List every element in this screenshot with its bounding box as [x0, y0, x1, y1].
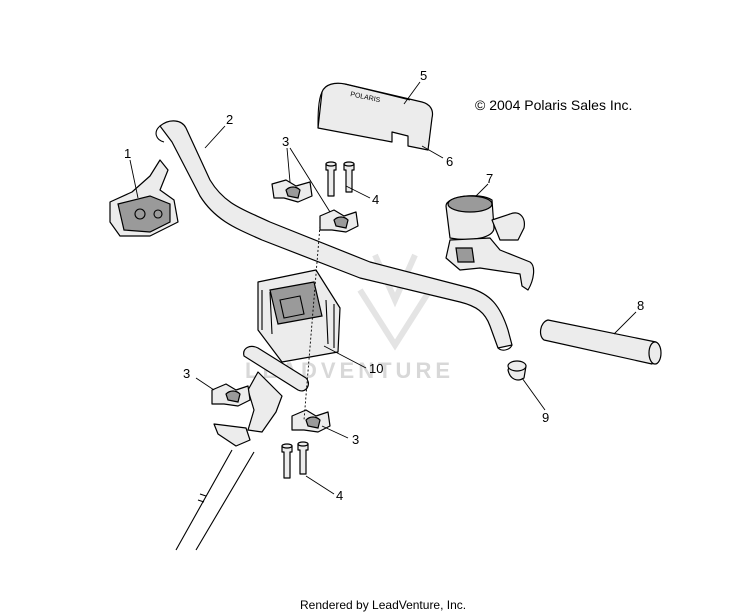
part-7-master-cylinder [445, 195, 535, 291]
part-4-upper-bolts [325, 161, 355, 197]
callout-4-lower: 4 [336, 488, 343, 503]
footer-text: Rendered by LeadVenture, Inc. [300, 598, 466, 612]
part-1-switch-assembly [109, 159, 179, 237]
leader-lines [129, 81, 637, 495]
callout-8: 8 [637, 298, 644, 313]
part-3-upper-clamp-right [319, 209, 359, 233]
callout-3-lower-left: 3 [183, 366, 190, 381]
callout-2: 2 [226, 112, 233, 127]
part-3-lower-clamp-left [211, 383, 251, 407]
callout-1: 1 [124, 146, 131, 161]
part-10-riser-block [257, 269, 341, 363]
part-9-end-plug [507, 360, 527, 381]
callout-4-upper: 4 [372, 192, 379, 207]
part-5-handlebar-pad: POLARIS [317, 82, 434, 151]
part-2-handlebar [155, 120, 513, 351]
callout-labels: 1 2 3 3 3 4 4 5 6 7 8 9 10 [124, 68, 644, 503]
part-8-grip [539, 319, 662, 365]
part-3-upper-clamp-left [271, 179, 313, 203]
part-3-lower-clamp-right [291, 409, 331, 433]
callout-3-lower-right: 3 [352, 432, 359, 447]
callout-10: 10 [369, 361, 383, 376]
steering-post [175, 345, 310, 551]
callout-7: 7 [486, 171, 493, 186]
callout-5: 5 [420, 68, 427, 83]
copyright-text: © 2004 Polaris Sales Inc. [475, 97, 632, 113]
callout-3-upper: 3 [282, 134, 289, 149]
callout-9: 9 [542, 410, 549, 425]
part-4-lower-bolts [281, 441, 309, 479]
callout-6: 6 [446, 154, 453, 169]
